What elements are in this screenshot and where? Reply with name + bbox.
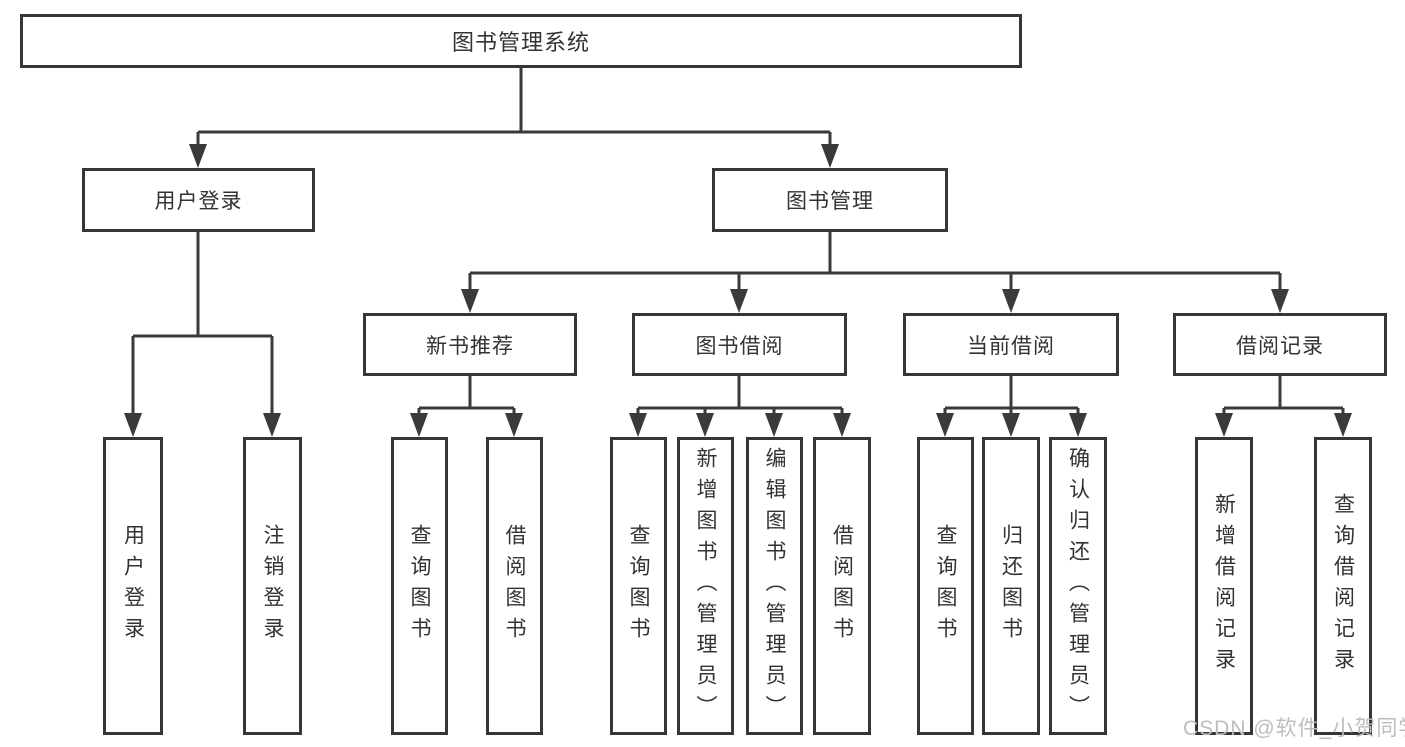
node-label: 图书借阅 [695,334,784,358]
node-label: 归还图书 [999,524,1023,648]
node-new-book-recommendation: 新书推荐 [363,313,577,376]
connector-new-book-to-children [410,376,523,437]
arrowhead-down-icon [189,144,207,168]
node-book-management: 图书管理 [712,168,948,232]
arrowhead-down-icon [1334,413,1352,437]
node-borrowing-records: 借阅记录 [1173,313,1387,376]
arrowhead-down-icon [1002,413,1020,437]
leaf-borrow-add-book-admin: 新增图书（管理员） [677,437,734,735]
connector-root-to-level2 [189,68,839,168]
node-label: 查询图书 [627,524,650,648]
node-label: 用户登录 [121,524,145,648]
arrowhead-down-icon [629,413,647,437]
node-label: 借阅图书 [830,524,854,648]
connector-book-borrow-to-children [629,376,851,437]
connector-user-login-to-children [124,232,281,437]
node-label: 编辑图书（管理员） [763,446,786,726]
arrowhead-down-icon [124,413,142,437]
csdn-watermark: CSDN @软件_小贺同学 [1183,717,1405,740]
node-label: 查询借阅记录 [1331,493,1355,679]
leaf-borrow-query-book: 查询图书 [610,437,667,735]
connector-borrow-record-to-children [1215,376,1352,437]
leaf-current-confirm-return-admin: 确认归还（管理员） [1049,437,1107,735]
node-label: 新书推荐 [426,334,514,358]
leaf-recommend-borrow-book: 借阅图书 [486,437,543,735]
arrowhead-down-icon [410,413,428,437]
leaf-record-query-borrow-record: 查询借阅记录 [1314,437,1372,735]
arrowhead-down-icon [765,413,783,437]
arrowhead-down-icon [1069,413,1087,437]
arrowhead-down-icon [505,413,523,437]
leaf-record-add-borrow-record: 新增借阅记录 [1195,437,1253,735]
arrowhead-down-icon [263,413,281,437]
node-label: 图书管理 [786,190,874,213]
arrowhead-down-icon [833,413,851,437]
node-label: 图书管理系统 [451,30,590,55]
arrowhead-down-icon [1215,413,1233,437]
arrowhead-down-icon [821,144,839,168]
node-label: 用户登录 [154,190,243,213]
node-label: 新增借阅记录 [1212,493,1236,679]
connector-book-management-to-level3 [461,232,1289,313]
arrowhead-down-icon [936,413,954,437]
node-label: 查询图书 [408,524,431,648]
node-current-borrowing: 当前借阅 [903,313,1119,376]
node-label: 注销登录 [261,524,284,648]
node-label: 查询图书 [934,524,957,648]
arrowhead-down-icon [1271,289,1289,313]
node-label: 借阅记录 [1236,334,1324,358]
node-user-login: 用户登录 [82,168,315,232]
leaf-borrow-edit-book-admin: 编辑图书（管理员） [746,437,803,735]
node-label: 当前借阅 [967,334,1055,358]
leaf-current-return-book: 归还图书 [982,437,1040,735]
arrowhead-down-icon [730,289,748,313]
leaf-borrow-borrow-book: 借阅图书 [813,437,871,735]
leaf-user-login: 用户登录 [103,437,163,735]
arrowhead-down-icon [461,289,479,313]
connector-current-borrow-to-children [936,376,1087,437]
node-label: 确认归还（管理员） [1066,446,1090,726]
node-label: 新增图书（管理员） [694,446,717,726]
leaf-current-query-book: 查询图书 [917,437,974,735]
arrowhead-down-icon [1002,289,1020,313]
leaf-recommend-query-book: 查询图书 [391,437,448,735]
leaf-user-logout: 注销登录 [243,437,302,735]
node-book-borrowing: 图书借阅 [632,313,847,376]
arrowhead-down-icon [696,413,714,437]
node-label: 借阅图书 [503,524,526,648]
node-root-library-management-system: 图书管理系统 [20,14,1022,68]
